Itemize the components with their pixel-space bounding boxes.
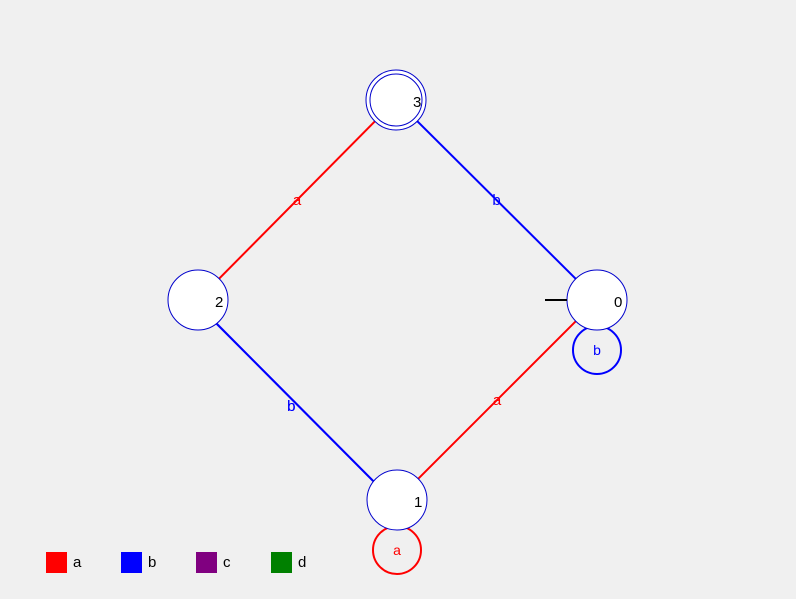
transition-0-1-a[interactable]: a — [397, 300, 597, 500]
state-3-circle — [365, 69, 427, 131]
transition-line — [396, 100, 597, 300]
transition-label: a — [393, 542, 401, 558]
transition-line — [196, 303, 394, 502]
transition-label: b — [287, 398, 295, 415]
transition-2-3-a[interactable]: a — [198, 100, 396, 300]
state-1-label: 1 — [414, 494, 422, 511]
legend-item-c: c — [196, 551, 231, 573]
legend-swatch-b — [121, 551, 142, 573]
legend-label-b: b — [148, 553, 157, 571]
transition-line — [397, 300, 597, 500]
legend-item-d: d — [271, 551, 306, 573]
legend-label-c: c — [223, 553, 231, 571]
transition-label: b — [593, 342, 601, 358]
state-2[interactable] — [167, 269, 229, 331]
legend-label-a: a — [73, 553, 82, 571]
transition-1-1-a[interactable]: a — [372, 525, 422, 575]
state-3-label: 3 — [413, 94, 421, 111]
transition-3-0-b[interactable]: b — [396, 100, 597, 300]
state-1[interactable] — [366, 469, 428, 531]
legend-label-d: d — [298, 553, 307, 571]
legend-item-a: a — [46, 551, 81, 573]
state-0-label: 0 — [614, 294, 622, 311]
transition-line — [198, 100, 396, 300]
legend-swatch-c — [196, 551, 217, 573]
transition-1-2-b[interactable]: b — [196, 303, 394, 502]
states-layer: 0 1 2 3 — [167, 69, 628, 531]
transition-label: a — [293, 192, 302, 209]
state-2-label: 2 — [215, 294, 223, 311]
transition-0-0-b[interactable]: b — [572, 325, 622, 375]
legend-swatch-a — [46, 551, 67, 573]
legend-swatch-d — [271, 551, 292, 573]
state-3-accept-ring — [369, 73, 423, 127]
transition-label: b — [287, 398, 295, 415]
transition-label: a — [493, 392, 502, 409]
state-0[interactable] — [545, 269, 628, 331]
state-3[interactable] — [365, 69, 427, 131]
state-1-circle — [366, 469, 428, 531]
state-2-circle — [167, 269, 229, 331]
legend-item-b: b — [121, 551, 156, 573]
transition-label: b — [492, 192, 500, 209]
